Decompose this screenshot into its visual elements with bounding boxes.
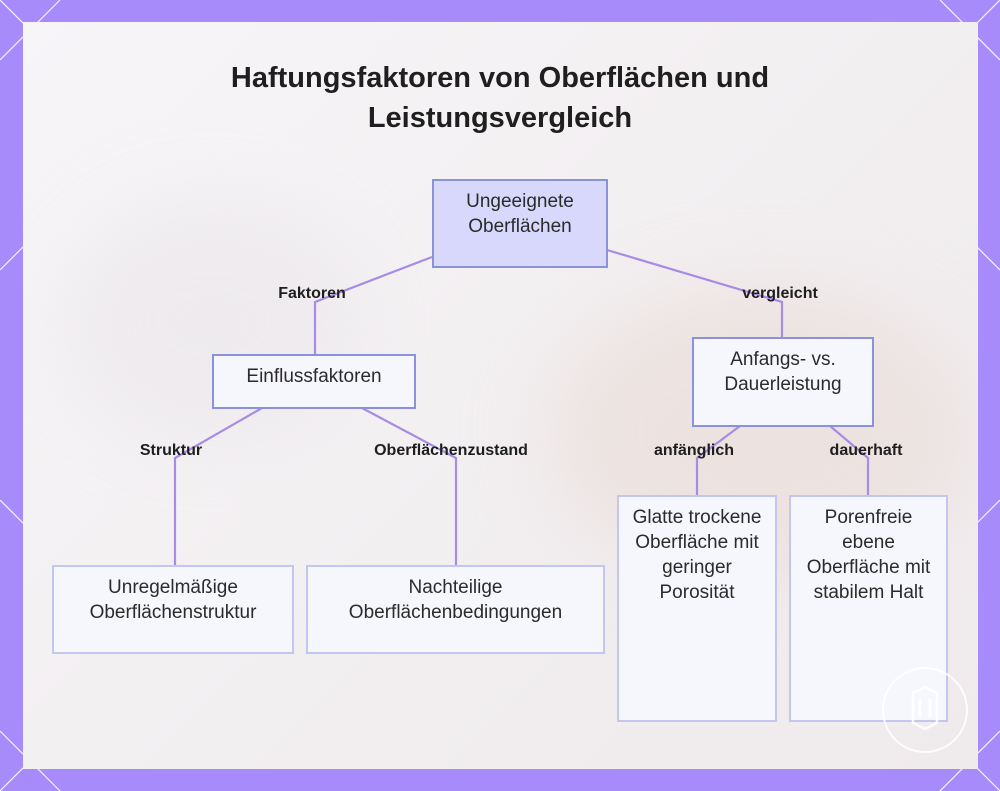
node-influencing-factors: Einflussfaktoren: [212, 354, 416, 409]
edge-label-condition: Oberflächenzustand: [374, 442, 528, 460]
node-label: Unregelmäßige Oberflächenstruktur: [66, 575, 280, 644]
edge-label-factors: Faktoren: [278, 285, 346, 303]
node-unsuitable-surfaces: Ungeeignete Oberflächen: [432, 179, 608, 268]
node-label: Anfangs- vs. Dauerleistung: [706, 347, 860, 417]
edge-factors-adverse: [362, 408, 456, 565]
node-label: Ungeeignete Oberflächen: [446, 189, 594, 258]
node-adverse-conditions: Nachteilige Oberflächenbedingungen: [306, 565, 605, 654]
edge-factors-irregular: [175, 408, 262, 565]
edge-label-compares: vergleicht: [742, 285, 818, 303]
edge-label-initial: anfänglich: [654, 442, 734, 460]
node-initial-vs-durable: Anfangs- vs. Dauerleistung: [692, 337, 874, 427]
cube-logo-icon: [880, 665, 970, 755]
node-smooth-dry-surface: Glatte trockene Oberfläche mit geringer …: [617, 495, 777, 722]
edge-root-factors: [315, 257, 432, 354]
edge-label-structure: Struktur: [140, 442, 202, 460]
node-irregular-structure: Unregelmäßige Oberflächenstruktur: [52, 565, 294, 654]
edge-comparison-nonporous: [830, 426, 868, 495]
node-label: Glatte trockene Oberfläche mit geringer …: [631, 505, 763, 712]
edge-comparison-smooth: [697, 426, 740, 495]
node-label: Einflussfaktoren: [246, 364, 381, 399]
node-label: Nachteilige Oberflächenbedingungen: [320, 575, 591, 644]
edge-label-durable: dauerhaft: [830, 442, 903, 460]
